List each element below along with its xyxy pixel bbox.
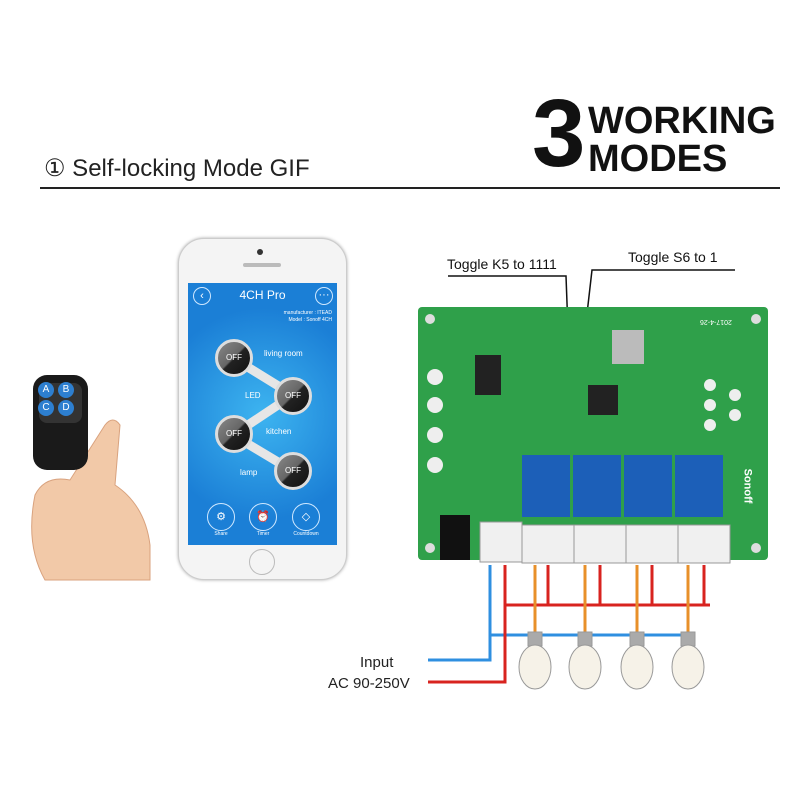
remote-key-b: B [58,382,74,398]
switch-lamp[interactable]: OFF [274,452,312,490]
countdown-label: Countdown [293,531,319,537]
voltage-label: AC 90-250V [328,675,410,692]
timer-label: Timer [256,531,270,537]
switch-kitchen[interactable]: OFF [215,415,253,453]
remote-key-c: C [38,400,54,416]
divider [40,187,780,189]
badge-line2: MODES [588,138,728,180]
speaker [243,263,281,267]
input-label: Input [360,654,394,671]
switch-connector-graphic [228,354,298,475]
badge-number: 3 [532,80,585,187]
manufacturer-text: manufacturer : ITEAD [283,310,332,316]
label-kitchen: kitchen [266,427,292,436]
app-screen: ‹ 4CH Pro ··· manufacturer : ITEAD Model… [188,283,337,545]
callout-k5: Toggle K5 to 1111 [447,256,557,272]
alarm-clock-icon[interactable]: ⏰ [249,503,277,531]
pcb-date: 2017-4-26 [700,318,732,325]
label-living-room: living room [264,349,303,358]
mode-title: ① Self-locking Mode GIF [44,155,310,182]
share-label: Share [214,531,228,537]
light-bulbs [518,631,705,690]
tag-icon[interactable]: ◇ [292,503,320,531]
brand-logo: Sonoff [741,468,754,504]
home-button [249,549,275,575]
more-icon[interactable]: ··· [315,287,333,305]
wifi-module [612,330,644,364]
switch-led[interactable]: OFF [274,377,312,415]
app-title: 4CH Pro [239,288,286,302]
chip [588,385,618,415]
back-icon[interactable]: ‹ [193,287,211,305]
remote-key-a: A [38,382,54,398]
label-led: LED [245,391,261,400]
badge-line1: WORKING [588,100,776,142]
label-lamp: lamp [240,468,258,477]
pcb-board [418,307,768,560]
gear-icon[interactable]: ⚙ [207,503,235,531]
model-text: Model : Sonoff 4CH [288,317,332,323]
relays [522,455,723,517]
remote-key-d: D [58,400,74,416]
callout-s6: Toggle S6 to 1 [628,249,718,265]
switch-living-room[interactable]: OFF [215,339,253,377]
camera [257,249,263,255]
